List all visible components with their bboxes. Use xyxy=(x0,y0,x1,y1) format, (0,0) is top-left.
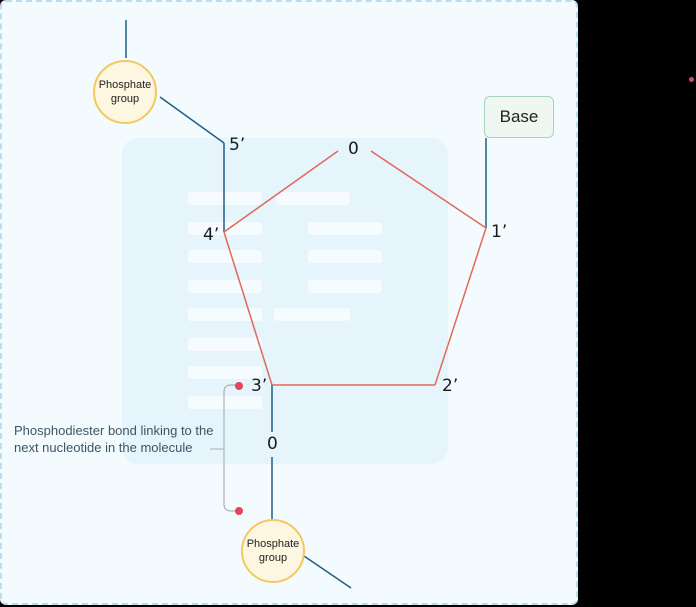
ghost-line xyxy=(188,396,262,409)
ring-bond-c4-o xyxy=(223,150,339,233)
base-label: Base xyxy=(499,107,539,126)
ghost-line xyxy=(276,192,350,205)
ring-bond-c1-c2 xyxy=(434,227,487,386)
ghost-line xyxy=(308,250,382,263)
phosphate-label-line2: group xyxy=(258,552,288,564)
ghost-line xyxy=(308,280,382,293)
background-card xyxy=(122,138,448,464)
ghost-line xyxy=(188,280,262,293)
corner-marker xyxy=(689,77,694,82)
carbon-5-label: 5’ xyxy=(229,135,246,155)
phosphate-label-line2: group xyxy=(110,93,140,105)
ring-oxygen-label: 0 xyxy=(348,139,359,159)
bond-bottom-stub xyxy=(303,555,352,589)
base-box: Base xyxy=(484,96,554,138)
bridge-oxygen-label: 0 xyxy=(267,434,278,454)
ghost-line xyxy=(188,366,262,379)
ghost-line xyxy=(188,222,262,235)
carbon-4-label: 4’ xyxy=(203,225,220,245)
phosphate-label-line1: Phosphate xyxy=(98,78,152,91)
bracket-top-marker xyxy=(235,382,243,390)
carbon-2-label: 2’ xyxy=(442,376,459,396)
phosphate-group-bottom: Phosphate group xyxy=(241,519,305,583)
ghost-line xyxy=(188,308,262,321)
ghost-line xyxy=(274,308,350,321)
ghost-line xyxy=(188,250,262,263)
ghost-line xyxy=(188,338,262,351)
phosphate-label: Phosphate group xyxy=(245,537,301,566)
carbon-3-label: 3’ xyxy=(251,376,268,396)
bracket-bottom-marker xyxy=(235,507,243,515)
phosphate-group-top: Phosphate group xyxy=(93,60,157,124)
ring-bond-o-c1 xyxy=(370,150,487,229)
phosphodiester-annotation: Phosphodiester bond linking to the next … xyxy=(14,423,214,455)
ghost-line xyxy=(308,222,382,235)
ring-bond-c3-c4 xyxy=(223,231,273,386)
ghost-line xyxy=(188,192,262,205)
phosphate-label: Phosphate group xyxy=(97,78,153,107)
annotation-bracket xyxy=(223,384,238,512)
phosphate-label-line1: Phosphate xyxy=(246,537,300,550)
carbon-1-label: 1’ xyxy=(491,222,508,242)
bond-phosphate-c5 xyxy=(159,96,225,144)
